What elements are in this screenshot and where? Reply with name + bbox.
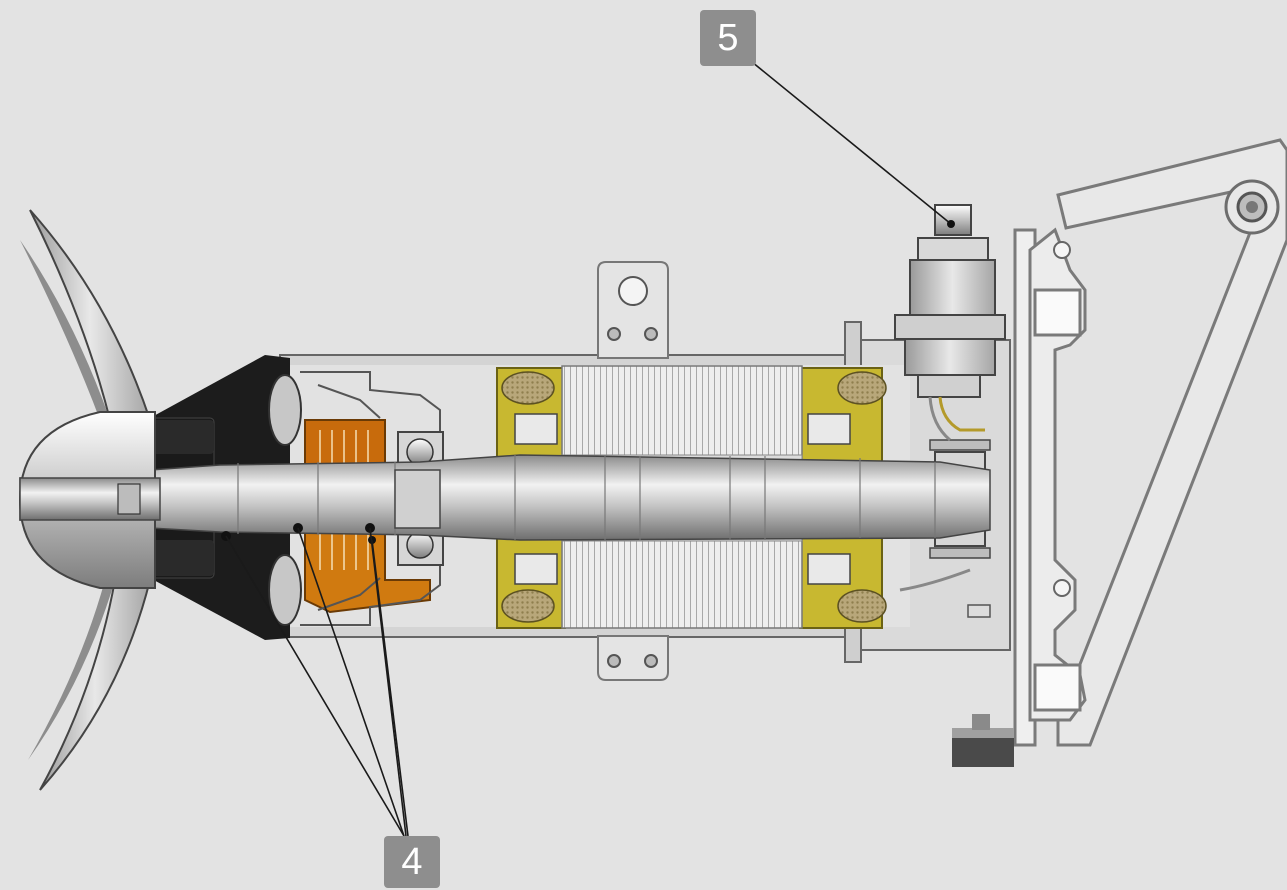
lifting-lug-bottom (597, 635, 669, 681)
leader-line-4a (225, 535, 405, 837)
leader-5-dot (947, 220, 955, 228)
callout-label-5: 5 (700, 10, 756, 66)
leader-lines (225, 61, 952, 837)
leader-line-4d (371, 539, 409, 837)
bracket-pivot (1053, 179, 1280, 597)
mounting-bracket (1013, 138, 1287, 747)
callout-label-4: 4 (384, 836, 440, 888)
leader-line-5 (751, 61, 952, 225)
bracket-foot (952, 714, 1014, 767)
leader-line-4b (297, 527, 405, 837)
propeller (18, 209, 161, 791)
drive-shaft (19, 454, 991, 541)
oil-chamber (300, 371, 441, 626)
lifting-lug-top (597, 261, 669, 359)
cable-entry (894, 204, 1006, 618)
